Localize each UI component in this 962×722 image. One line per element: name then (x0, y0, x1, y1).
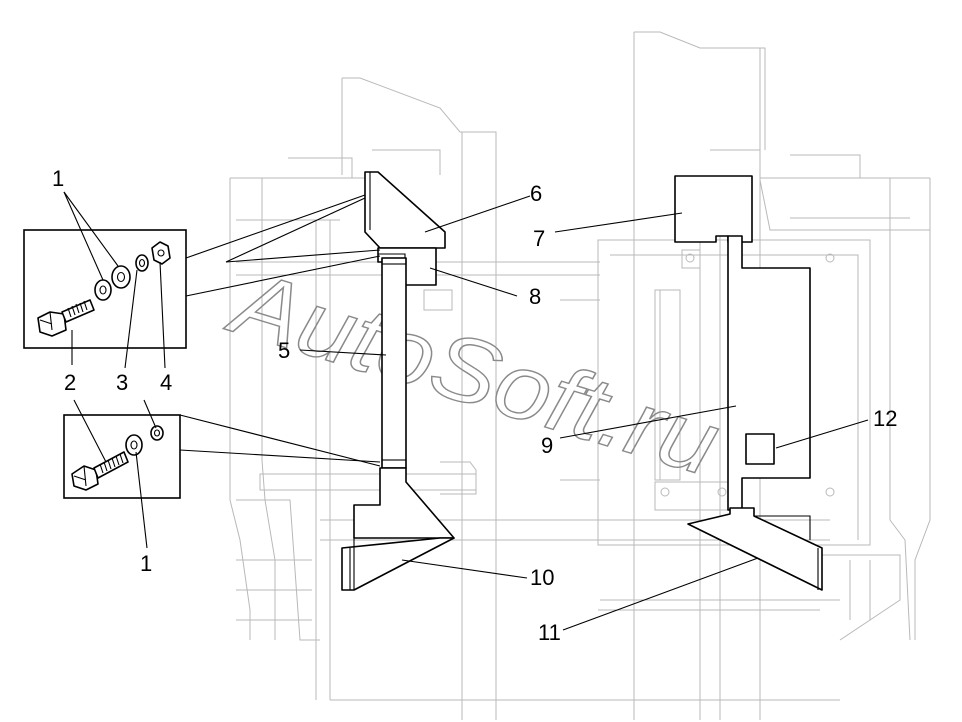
callout-11: 11 (538, 620, 561, 645)
callout-labels: 1 2 3 4 2 3 1 5 6 7 8 9 10 11 12 (52, 166, 897, 645)
strut-5 (381, 257, 407, 469)
callout-2-upper: 2 (64, 370, 76, 395)
support-11 (687, 507, 823, 591)
callout-7: 7 (533, 226, 545, 251)
callout-4: 4 (160, 370, 172, 395)
callout-12: 12 (873, 406, 897, 431)
detail-connector-lines (179, 194, 381, 467)
bracket-6 (364, 171, 446, 249)
bracket-7 (674, 175, 753, 243)
callout-8: 8 (529, 284, 541, 309)
callout-9: 9 (541, 433, 553, 458)
callout-1-upper: 1 (52, 166, 64, 191)
fastener-detail-lower (63, 414, 181, 499)
right-bracket-assembly (674, 175, 823, 591)
callout-leaders (63, 191, 869, 631)
callout-3-upper: 3 (116, 370, 128, 395)
box-12 (745, 433, 775, 465)
callout-1-lower: 1 (140, 551, 152, 576)
callout-10: 10 (530, 565, 554, 590)
fastener-detail-upper (23, 229, 187, 349)
support-10 (353, 467, 455, 539)
panel-9 (727, 235, 811, 511)
callout-6: 6 (530, 181, 542, 206)
left-bracket-assembly (341, 171, 455, 591)
watermark-text: AutoSoft.ru (217, 250, 730, 495)
callout-5: 5 (278, 338, 290, 363)
